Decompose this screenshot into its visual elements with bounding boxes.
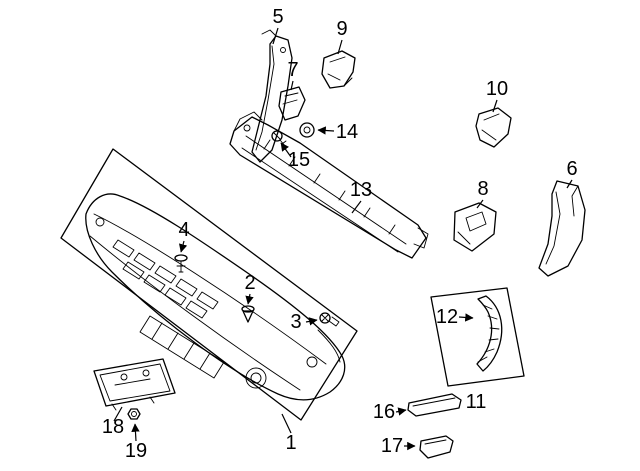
part-14-grommet-drawing xyxy=(299,122,315,138)
part-6-bracket-drawing xyxy=(538,180,586,277)
leader-18 xyxy=(113,406,123,422)
callout-11: 11 xyxy=(466,391,487,413)
part-18-license-bracket-drawing xyxy=(93,358,176,411)
part-8-bracket-drawing xyxy=(453,202,497,252)
leader-6 xyxy=(566,179,573,189)
callout-3: 3 xyxy=(290,311,301,333)
callout-4: 4 xyxy=(178,219,189,241)
part-2-clip-drawing xyxy=(241,305,255,323)
part-3-bolt-drawing xyxy=(319,312,340,327)
callout-14: 14 xyxy=(336,121,358,143)
callout-8: 8 xyxy=(477,178,488,200)
callout-18: 18 xyxy=(102,416,124,438)
callout-19: 19 xyxy=(125,440,147,462)
leader-16 xyxy=(395,407,407,416)
part-4-clip-drawing xyxy=(174,254,188,273)
callout-16: 16 xyxy=(373,401,395,423)
leader-lines xyxy=(113,27,573,451)
leader-14 xyxy=(317,126,335,135)
leader-5 xyxy=(272,27,279,45)
callout-6: 6 xyxy=(566,158,577,180)
leader-8 xyxy=(476,199,484,209)
callout-labels: 1 2 3 4 5 6 7 8 9 10 11 12 13 14 15 16 1… xyxy=(102,6,578,462)
callout-13: 13 xyxy=(350,179,372,201)
leader-9 xyxy=(337,39,343,55)
part-11-detail-box xyxy=(430,287,525,387)
leader-4 xyxy=(179,240,188,253)
callout-2: 2 xyxy=(244,272,255,294)
leader-7 xyxy=(290,80,294,91)
leader-13 xyxy=(351,200,362,214)
part-5-bracket-drawing xyxy=(251,29,293,163)
callout-15: 15 xyxy=(288,149,310,171)
leader-1 xyxy=(281,413,292,434)
callout-10: 10 xyxy=(486,78,508,100)
callout-1: 1 xyxy=(285,432,296,454)
part-12-seal-drawing xyxy=(476,295,503,372)
part-9-bracket-drawing xyxy=(321,50,356,89)
callout-12: 12 xyxy=(436,306,458,328)
callout-7: 7 xyxy=(287,59,298,81)
part-17-bracket-drawing xyxy=(419,435,454,459)
main-detail-box xyxy=(60,148,358,421)
part-7-bracket-drawing xyxy=(278,86,306,121)
callout-9: 9 xyxy=(336,18,347,40)
part-19-nut-drawing xyxy=(127,408,141,420)
leader-3 xyxy=(305,317,318,326)
part-10-bracket-drawing xyxy=(475,107,512,148)
leader-15 xyxy=(280,142,292,158)
leader-12 xyxy=(458,313,474,322)
part-16-molding-drawing xyxy=(407,393,462,417)
leader-2 xyxy=(245,293,254,305)
callout-5: 5 xyxy=(272,6,283,28)
part-13-reinforcement-drawing xyxy=(229,111,429,259)
leader-19 xyxy=(131,423,140,442)
callout-17: 17 xyxy=(381,435,403,457)
leader-10 xyxy=(492,99,498,113)
part-1-bumper-cover-drawing xyxy=(85,193,346,401)
